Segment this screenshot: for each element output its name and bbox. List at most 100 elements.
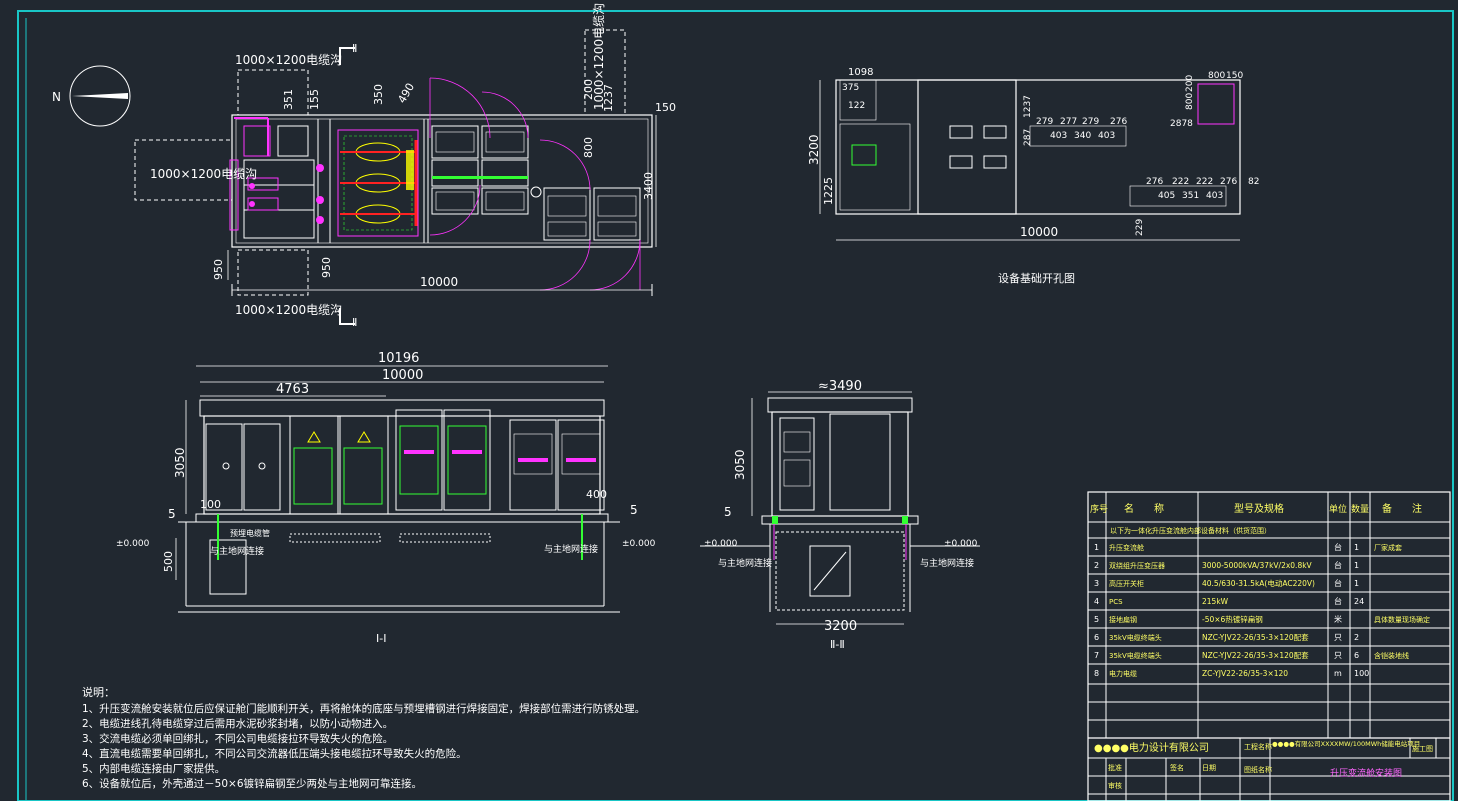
- table-cell-unit: m: [1334, 669, 1342, 678]
- table-cell-note: 含铠装地线: [1374, 651, 1409, 660]
- note-item-2: 2、电缆进线孔待电缆穿过后需用水泥砂浆封堵，以防小动物进入。: [82, 717, 393, 730]
- table-cell-unit: 台: [1334, 560, 1342, 570]
- compass-north-arrow: N: [52, 65, 131, 127]
- foundation-dim-150: 150: [1226, 71, 1243, 81]
- foundation-dim-279b: 279: [1082, 117, 1099, 127]
- title-project-label: 工程名称: [1244, 742, 1272, 751]
- table-group-row: 以下为一体化升压变流舱内部设备材料（供货范围）: [1110, 526, 1271, 535]
- foundation-dim-405: 405: [1158, 191, 1175, 201]
- table-cell-name: PCS: [1109, 598, 1123, 606]
- plan-trench-right-label: 1000×1200电缆沟: [592, 3, 606, 110]
- title-mid-sign: 签名: [1170, 763, 1184, 772]
- foundation-dim-276: 276: [1110, 117, 1127, 127]
- table-cell-note: 厂家成套: [1374, 543, 1402, 552]
- table-cell-name: 接地扁钢: [1109, 615, 1137, 624]
- table-cell-no: 1: [1094, 543, 1099, 552]
- foundation-dim-122: 122: [848, 101, 865, 111]
- elevation-ground-right: 与主地网连接: [544, 543, 598, 555]
- elevation-dim-500: 500: [162, 551, 175, 572]
- plan-dim-351: 351: [282, 89, 295, 110]
- plan-section-mark-bottom: Ⅱ: [352, 316, 357, 329]
- note-item-1: 1、升压变流舱安装就位后应保证舱门能顺利开关，再将舱体的底座与预埋槽钢进行焊接固…: [82, 702, 645, 715]
- plan-dim-150: 150: [655, 101, 676, 114]
- elevation-dim-5-right: 5: [630, 503, 638, 517]
- table-cell-name: 电力电缆: [1109, 669, 1137, 678]
- table-header-qty: 数量: [1351, 503, 1369, 515]
- foundation-dim-height: 3200: [807, 134, 821, 165]
- plan-view: 1000×1200电缆沟 1000×1200电缆沟 1000×1200电缆沟 1…: [134, 3, 676, 329]
- table-cell-name: 双绕组升压变压器: [1109, 561, 1165, 570]
- table-cell-qty: 24: [1354, 597, 1364, 606]
- elevation-dim-100: 100: [200, 498, 221, 511]
- foundation-dim-222: 222: [1172, 177, 1189, 187]
- table-cell-unit: 台: [1334, 542, 1342, 552]
- plan-dim-200: 200: [582, 79, 595, 100]
- title-stage-label: 施工图: [1412, 744, 1433, 753]
- foundation-dim-82: 82: [1248, 177, 1259, 187]
- table-cell-unit: 台: [1334, 578, 1342, 588]
- title-drawing-name: 升压变流舱安装图: [1330, 767, 1402, 779]
- foundation-dim-222b: 222: [1196, 177, 1213, 187]
- table-cell-qty: 2: [1354, 633, 1359, 642]
- plan-dim-350: 350: [372, 84, 385, 105]
- title-row-approve: 批准: [1108, 763, 1122, 772]
- foundation-dim-229: 229: [1135, 219, 1145, 236]
- plan-dim-155: 155: [308, 89, 321, 110]
- foundation-dim-403b: 403: [1098, 131, 1115, 141]
- table-header-spec: 型号及规格: [1234, 502, 1284, 515]
- plan-trench-left-label: 1000×1200电缆沟: [150, 167, 257, 181]
- table-cell-spec: 215kW: [1202, 597, 1229, 606]
- elevation-dim-height: 3050: [173, 447, 187, 478]
- side-level-right: ±0.000: [944, 539, 978, 549]
- table-cell-qty: 1: [1354, 579, 1359, 588]
- foundation-dim-287-a: 287: [1023, 129, 1033, 146]
- elevation-dim-total: 10000: [382, 368, 423, 383]
- equipment-table: 序号 名 称 型号及规格 单位 数量 备 注 以下为一体化升压变流舱内部设备材料…: [1087, 491, 1451, 801]
- side-level-left: ±0.000: [704, 539, 738, 549]
- title-drawing-label: 图纸名称: [1244, 765, 1272, 774]
- foundation-dim-276c: 276: [1220, 177, 1237, 187]
- plan-trench-bottom-label: 1000×1200电缆沟: [235, 303, 342, 317]
- table-cell-spec: ZC-YJV22-26/35-3×120: [1202, 669, 1288, 678]
- note-item-4: 4、直流电缆需要单回绑扎，不同公司交流器低压端头接电缆拉环导致失火的危险。: [82, 747, 467, 760]
- side-dim-width: ≈3490: [818, 379, 862, 394]
- plan-dim-3400: 3400: [642, 172, 655, 200]
- foundation-dim-800a: 800: [1208, 71, 1225, 81]
- table-cell-unit: 米: [1334, 614, 1342, 624]
- foundation-dim-1225: 1225: [822, 177, 835, 205]
- table-cell-unit: 台: [1334, 596, 1342, 606]
- foundation-dim-total: 10000: [1020, 225, 1058, 239]
- foundation-dim-200: 200: [1185, 75, 1195, 92]
- compass-label: N: [52, 90, 61, 104]
- table-cell-qty: 100: [1354, 669, 1369, 678]
- table-cell-unit: 只: [1334, 633, 1342, 642]
- elevation-level-right: ±0.000: [622, 539, 656, 549]
- side-elevation: ≈3490 3050 5 3200 ±0.000 ±0.000 与主地网连接 与…: [700, 379, 980, 651]
- table-cell-spec: 3000-5000kVA/37kV/2x0.8kV: [1202, 561, 1313, 570]
- plan-dim-800: 800: [582, 137, 595, 158]
- table-cell-note: 具体数量现场确定: [1374, 615, 1430, 624]
- side-dim-height: 3050: [733, 449, 747, 480]
- foundation-dim-279: 279: [1036, 117, 1053, 127]
- foundation-plan: 1098 375 122 3200 1225 10000 800 150 800…: [807, 67, 1259, 285]
- table-cell-qty: 6: [1354, 651, 1359, 660]
- table-cell-no: 5: [1094, 615, 1099, 624]
- title-row-review: 审核: [1108, 781, 1122, 790]
- foundation-dim-277: 277: [1060, 117, 1077, 127]
- note-item-6: 6、设备就位后，外壳通过－50×6镀锌扁钢至少两处与主地网可靠连接。: [82, 777, 422, 790]
- elevation-level-left: ±0.000: [116, 539, 150, 549]
- title-mid-date: 日期: [1202, 764, 1216, 772]
- foundation-dim-1098: 1098: [848, 67, 873, 78]
- table-cell-no: 3: [1094, 579, 1099, 588]
- elevation-dim-overall: 10196: [378, 351, 419, 366]
- table-cell-spec: NZC-YJV22-26/35-3×120配套: [1202, 650, 1309, 660]
- table-cell-unit: 只: [1334, 651, 1342, 660]
- table-header-note: 备 注: [1382, 502, 1422, 515]
- foundation-dim-2878: 2878: [1170, 119, 1193, 129]
- foundation-dim-800b: 800: [1185, 93, 1195, 110]
- title-company: ●●●●电力设计有限公司: [1094, 741, 1209, 754]
- foundation-dim-375: 375: [842, 83, 859, 93]
- side-dim-5: 5: [724, 505, 732, 519]
- table-cell-no: 6: [1094, 633, 1099, 642]
